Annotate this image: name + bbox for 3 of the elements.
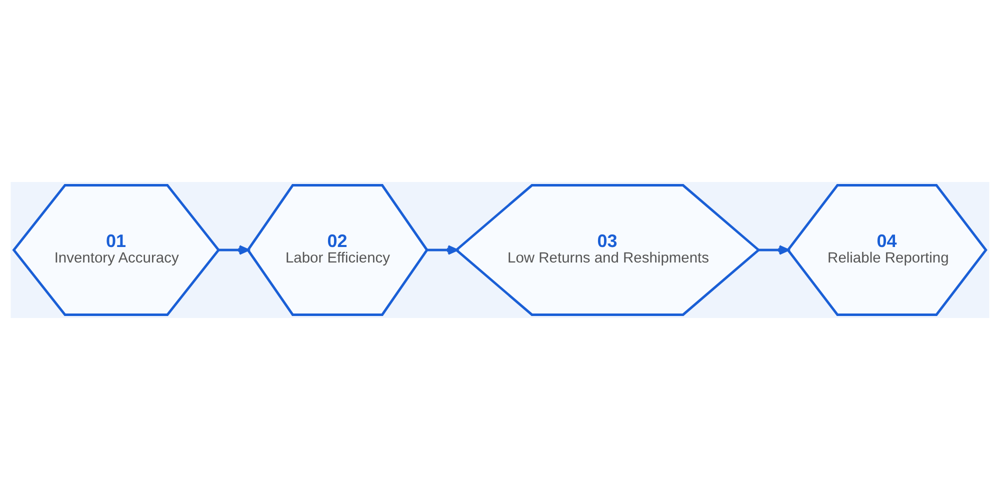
arrow bbox=[218, 245, 249, 255]
arrow bbox=[758, 245, 789, 255]
arrow bbox=[427, 245, 458, 255]
